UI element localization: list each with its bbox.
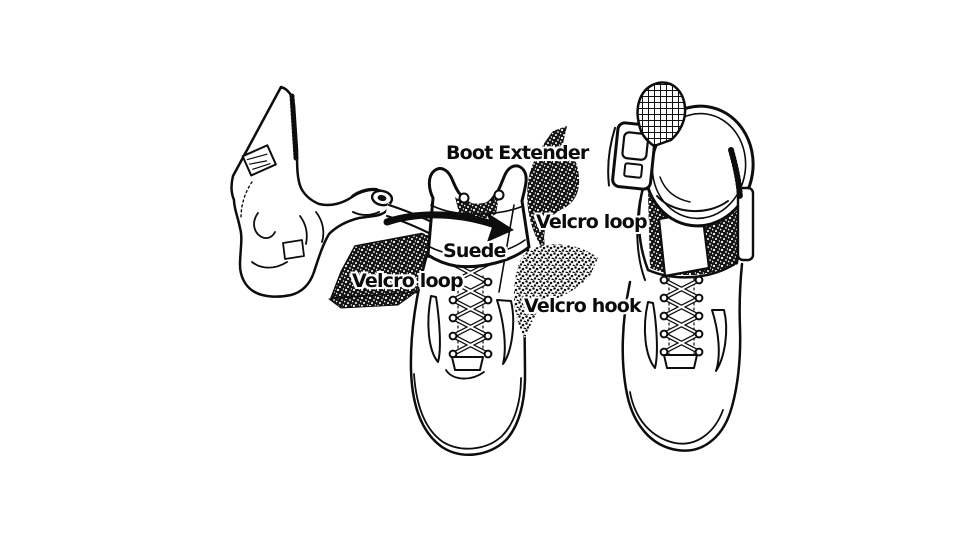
webbing-strap — [636, 81, 687, 148]
laces — [659, 275, 704, 369]
label-velcro-loop-left: Velcro loop — [352, 270, 464, 292]
velcro-loop-patch — [527, 126, 580, 254]
laces — [448, 261, 493, 371]
velcro-hook-patch — [514, 244, 598, 338]
label-suede: Suede — [443, 240, 506, 262]
label-velcro-loop-right: Velcro loop — [536, 211, 648, 233]
attach-arrow — [383, 211, 514, 242]
logo-patch — [241, 144, 277, 177]
label-velcro-hook: Velcro hook — [524, 295, 642, 317]
right-boot — [607, 81, 755, 452]
label-boot-extender: Boot Extender — [446, 142, 589, 164]
center-boot — [409, 164, 531, 456]
